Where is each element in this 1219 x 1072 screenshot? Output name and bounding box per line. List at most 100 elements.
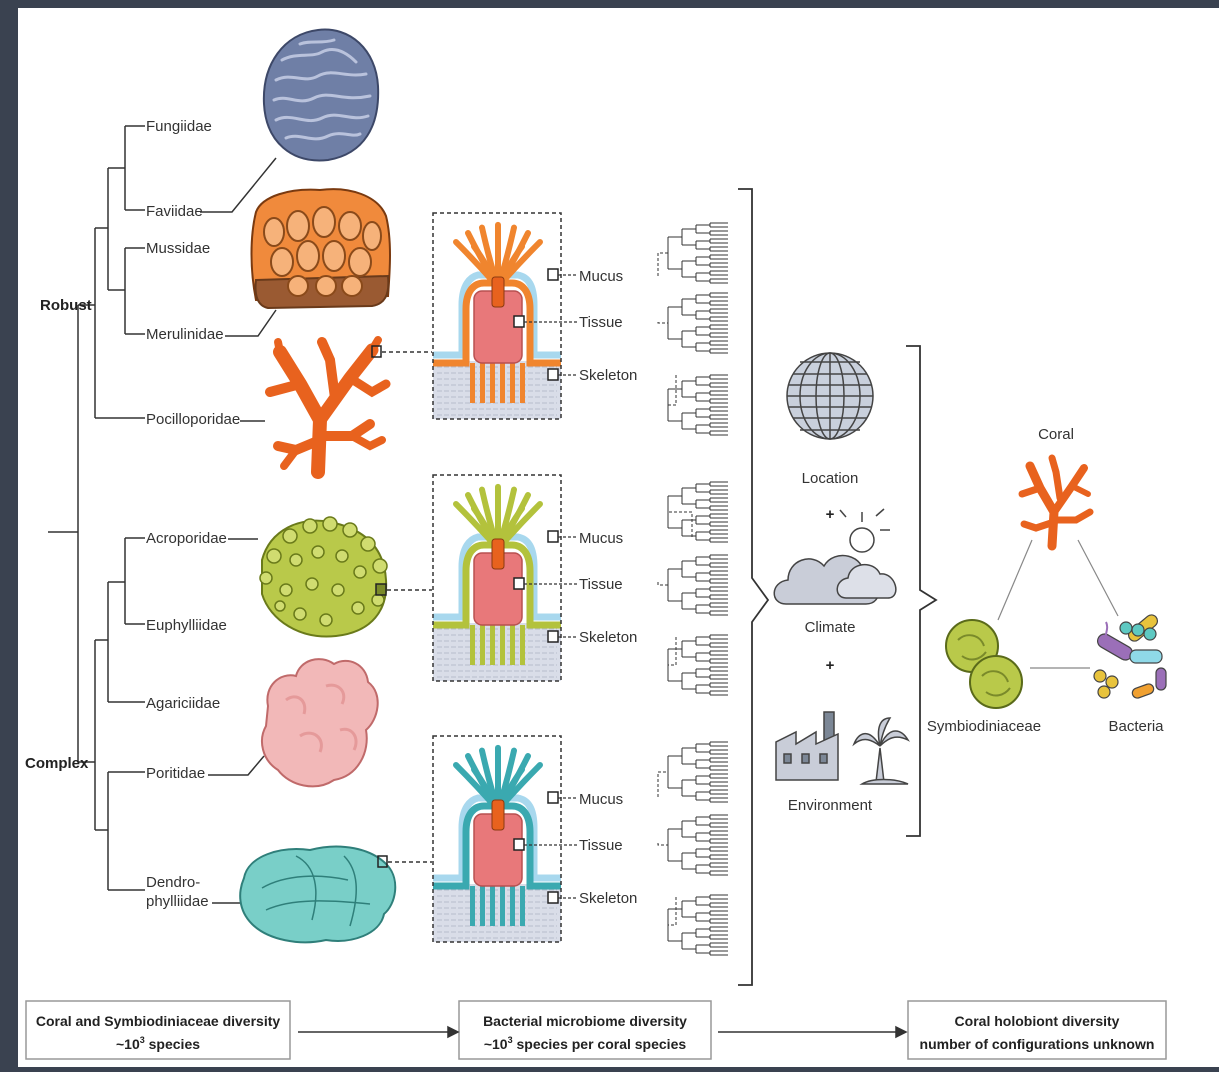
polyp-skeleton-pillar <box>520 886 525 926</box>
skeleton-label: Skeleton <box>579 890 637 907</box>
bacterial-tree <box>658 555 728 615</box>
polyp-skeleton-pillar <box>500 363 505 403</box>
mucus-label: Mucus <box>579 530 623 547</box>
bacteria-label: Bacteria <box>1108 718 1164 735</box>
mucus-sample-box <box>548 792 558 803</box>
polyp-skeleton-pillar <box>470 886 475 926</box>
family-mussidae: Mussidae <box>146 240 210 257</box>
box-bacterial-diversity-line1: Bacterial microbiome diversity <box>483 1013 687 1029</box>
symbiodiniaceae-label: Symbiodiniaceae <box>927 718 1041 735</box>
branching-coral-illustration <box>270 340 386 472</box>
skeleton-sample-box <box>548 631 558 642</box>
brain-coral-illustration <box>264 30 378 161</box>
polyp-skeleton-pillar <box>510 363 515 403</box>
skeleton-sample-box <box>548 892 558 903</box>
polyp-skeleton-pillar <box>510 625 515 665</box>
family-poritidae: Poritidae <box>146 765 205 782</box>
box-coral-diversity-line1: Coral and Symbiodiniaceae diversity <box>36 1013 281 1029</box>
skeleton-area <box>433 623 561 681</box>
factory-icon <box>776 712 838 780</box>
family-merulinidae: Merulinidae <box>146 326 224 343</box>
tree-connector <box>668 897 676 925</box>
family-dendrophylliidae-line1: Dendro- <box>146 874 200 891</box>
location-label: Location <box>802 470 859 487</box>
box-holobiont-diversity: Coral holobiont diversity number of conf… <box>908 1001 1166 1059</box>
skeleton-label: Skeleton <box>579 367 637 384</box>
tree-connector <box>668 512 692 537</box>
polyp-panel-green: MucusTissueSkeleton <box>433 475 637 681</box>
globe-icon <box>787 353 873 439</box>
bacterial-tree <box>658 223 728 283</box>
porites-coral-illustration <box>262 659 378 786</box>
environment-label: Environment <box>788 797 873 814</box>
bacterial-tree <box>668 482 728 542</box>
bacterial-trees <box>658 223 728 955</box>
mucus-label: Mucus <box>579 268 623 285</box>
box-bacterial-diversity-line2: ~103 species per coral species <box>484 1035 687 1052</box>
complex-clade-label: Complex <box>25 755 89 772</box>
phylogenetic-tree <box>48 126 145 890</box>
family-dendrophylliidae-line2: phylliidae <box>146 893 209 910</box>
tree-connector <box>658 253 668 276</box>
family-euphylliidae: Euphylliidae <box>146 617 227 634</box>
polyp-skeleton-pillar <box>520 363 525 403</box>
bacteria-icon <box>1094 612 1166 699</box>
plate-coral-illustration <box>240 847 395 943</box>
holobiont-coral-icon <box>1022 458 1090 546</box>
polyp-skeleton-pillar <box>470 625 475 665</box>
mucus-sample-box <box>548 531 558 542</box>
box-holobiont-diversity-line2: number of configurations unknown <box>920 1036 1155 1052</box>
family-faviidae: Faviidae <box>146 203 203 220</box>
family-agariciidae: Agariciidae <box>146 695 220 712</box>
tissue-label: Tissue <box>579 314 623 331</box>
polyp-skeleton-pillar <box>490 363 495 403</box>
polyp-panels: MucusTissueSkeletonMucusTissueSkeletonMu… <box>433 213 637 942</box>
bacterial-tree <box>668 895 728 955</box>
tissue-label: Tissue <box>579 837 623 854</box>
holobiont-coral-label: Coral <box>1038 426 1074 443</box>
acropora-coral-illustration <box>260 517 387 637</box>
bacterial-tree <box>668 375 728 435</box>
family-fungiidae: Fungiidae <box>146 118 212 135</box>
tree-connector <box>658 582 668 585</box>
polyp-skeleton-pillar <box>490 886 495 926</box>
family-acroporidae: Acroporidae <box>146 530 227 547</box>
mucus-label: Mucus <box>579 791 623 808</box>
climate-label: Climate <box>805 619 856 636</box>
polyp-skeleton-pillar <box>520 625 525 665</box>
box-coral-diversity-line2: ~103 species <box>116 1035 200 1052</box>
tissue-sample-box <box>514 578 524 589</box>
skeleton-sample-box <box>548 369 558 380</box>
robust-clade-label: Robust <box>40 297 92 314</box>
favid-coral-illustration <box>252 189 391 308</box>
cloud-sun-icon <box>774 509 896 604</box>
bracket-bacteria <box>738 189 768 985</box>
plus-sign-2: + <box>826 657 835 674</box>
palm-tree-icon <box>854 718 908 784</box>
figure-panel: Robust Complex Fungiidae Faviidae Mussid… <box>18 8 1219 1067</box>
tissue-sample-box <box>514 316 524 327</box>
polyp-skeleton-pillar <box>490 625 495 665</box>
polyp-skeleton-pillar <box>480 886 485 926</box>
box-bacterial-diversity: Bacterial microbiome diversity ~103 spec… <box>459 1001 711 1059</box>
tree-connector <box>658 843 668 845</box>
mucus-sample-box <box>548 269 558 280</box>
family-pocilloporidae: Pocilloporidae <box>146 411 240 428</box>
bacterial-tree <box>658 293 728 353</box>
tissue-sample-box <box>514 839 524 850</box>
polyp-skeleton-pillar <box>480 363 485 403</box>
skeleton-area <box>433 884 561 942</box>
tree-connector <box>658 772 668 797</box>
skeleton-area <box>433 361 561 419</box>
polyp-skeleton-pillar <box>470 363 475 403</box>
tree-connector <box>668 637 676 665</box>
polyp-skeleton-pillar <box>500 886 505 926</box>
polyp-skeleton-pillar <box>500 625 505 665</box>
polyp-mouth <box>492 539 504 569</box>
polyp-skeleton-pillar <box>480 625 485 665</box>
bacterial-tree <box>668 635 728 695</box>
polyp-mouth <box>492 800 504 830</box>
bacterial-tree <box>658 815 728 875</box>
coral-holobiont-diagram: Robust Complex Fungiidae Faviidae Mussid… <box>18 8 1219 1067</box>
